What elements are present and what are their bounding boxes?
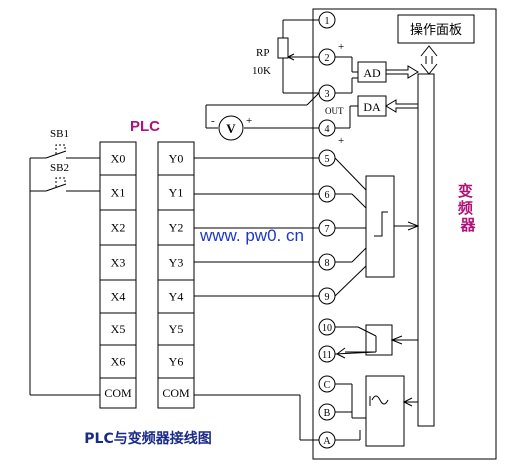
- inverter-bus: [417, 73, 435, 427]
- terminal-circle: [318, 253, 336, 271]
- terminal-circle: [318, 403, 336, 421]
- plc-output-6: Y6: [169, 355, 184, 369]
- terminal-label: 10: [322, 323, 332, 334]
- plc-input-0: X0: [111, 152, 126, 166]
- plc-output-5: Y5: [169, 322, 184, 336]
- pot-rp-label: RP: [256, 47, 269, 59]
- terminal-circle: [318, 185, 336, 203]
- plc-input-7: COM: [104, 386, 132, 400]
- plc-output-0: Y0: [169, 152, 184, 166]
- plc-input-3: X3: [111, 256, 126, 270]
- da-label: DA: [363, 100, 381, 114]
- terminal-label: 3: [325, 89, 330, 100]
- plc-output-7: COM: [162, 386, 190, 400]
- terminal-circle: [318, 119, 336, 137]
- plc-output-1: Y1: [169, 186, 184, 200]
- plc-input-6: X6: [111, 355, 126, 369]
- panel-bus-arrow: [420, 45, 438, 75]
- voltmeter-minus: -: [211, 115, 215, 127]
- potentiometer: [277, 37, 289, 59]
- plc-input-4: X4: [111, 290, 126, 304]
- terminal-circle: [318, 219, 336, 237]
- plc-input-column: [99, 141, 137, 409]
- fault-output-block: [335, 375, 418, 447]
- terminal-label: 9: [325, 292, 330, 303]
- output-wiring: [194, 157, 319, 441]
- input-switch-wiring: [29, 144, 100, 396]
- inverter-terminals: 1 2 3 4 5 6 7 8 9 10 11C B A: [318, 11, 336, 449]
- terminal-label: 5: [325, 154, 330, 165]
- plc-output-3: Y3: [169, 256, 184, 270]
- plc-row-dividers: [100, 174, 194, 379]
- diagram-caption: PLC与变频器接线图: [84, 430, 211, 447]
- plc-input-5: X5: [111, 322, 126, 336]
- terminal-circle: [318, 149, 336, 167]
- voltmeter: [218, 115, 244, 141]
- potentiometer-wiring: [277, 19, 319, 94]
- terminal-circle: [318, 84, 336, 102]
- plc-output-column: [157, 141, 195, 409]
- out-label: OUT: [325, 106, 344, 116]
- watermark: www. pw0. cn: [199, 226, 304, 245]
- switch-sb1-label: SB1: [50, 128, 69, 140]
- plc-input-2: X2: [111, 221, 126, 235]
- inverter-box: [312, 8, 497, 460]
- voltmeter-plus: +: [246, 115, 252, 127]
- ad-label: AD: [363, 66, 381, 80]
- terminal-2-plus: +: [338, 41, 344, 53]
- terminal-circle: [318, 11, 336, 29]
- terminal-4-plus: +: [338, 135, 344, 147]
- speed-input-block: [334, 157, 420, 297]
- terminal-circle: [318, 48, 336, 66]
- plc-output-2: Y2: [169, 221, 184, 235]
- terminal-label: 7: [325, 224, 330, 235]
- plc-output-4: Y4: [169, 290, 184, 304]
- terminal-label: 2: [325, 53, 330, 64]
- inverter-title: 变 频 器: [458, 182, 478, 234]
- relay-output-block: [334, 324, 418, 359]
- terminal-circle: [318, 375, 336, 393]
- switch-sb2-label: SB2: [50, 162, 69, 174]
- terminal-label: 4: [325, 124, 330, 135]
- terminal-label: 11: [322, 350, 332, 361]
- converter-wiring: [335, 56, 419, 129]
- terminal-circle: [318, 287, 336, 305]
- terminal-label: 8: [325, 258, 330, 269]
- plc-input-1: X1: [111, 186, 126, 200]
- terminal-label: A: [323, 436, 331, 447]
- operation-panel-box: [397, 14, 475, 44]
- terminal-label: B: [324, 408, 331, 419]
- voltmeter-wiring: [205, 92, 320, 141]
- voltmeter-symbol: V: [226, 121, 236, 136]
- pot-value-label: 10K: [252, 65, 271, 77]
- terminal-label: 6: [325, 190, 330, 201]
- terminal-circle: [318, 345, 336, 363]
- terminal-label: 1: [325, 16, 330, 27]
- terminal-label: C: [324, 380, 331, 391]
- terminal-circle: [318, 431, 336, 449]
- operation-panel-label: 操作面板: [410, 22, 462, 38]
- terminal-circle: [318, 318, 336, 336]
- plc-title: PLC: [130, 118, 160, 135]
